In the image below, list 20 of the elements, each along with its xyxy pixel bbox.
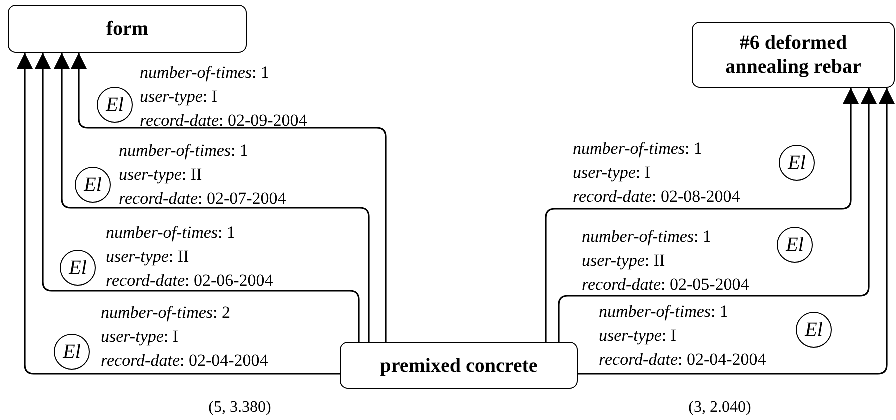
edge-label: number-of-times: 1 user-type: I record-date: 02-09-2004 [140,62,308,132]
edge-label: number-of-times: 1 user-type: I record-date: 02-04-2004 [599,301,766,371]
entity-box: #6 deformed annealing rebar [692,22,895,88]
edge-label: number-of-times: 1 user-type: II record-date: 02-07-2004 [119,140,286,210]
edge-label: number-of-times: 1 user-type: II record-date: 02-06-2004 [106,222,274,292]
edge-label: number-of-times: 1 user-type: I record-date: 02-08-2004 [573,138,740,208]
coordinate-label: (3, 2.040) [688,398,752,418]
arrow [17,53,340,375]
entity-box: premixed concrete [340,342,578,389]
circle-label: El [777,227,813,263]
circle-label: El [75,167,111,203]
circle-label: El [60,250,96,286]
circle-label: El [796,312,832,348]
circle-label: El [97,87,133,123]
arrow [578,88,895,375]
circle-label: El [54,334,90,370]
entity-box: form [8,5,247,53]
circle-label: El [779,145,815,181]
coordinate-label: (5, 3.380) [208,398,272,418]
edge-label: number-of-times: 2 user-type: I record-date: 02-04-2004 [101,302,268,372]
